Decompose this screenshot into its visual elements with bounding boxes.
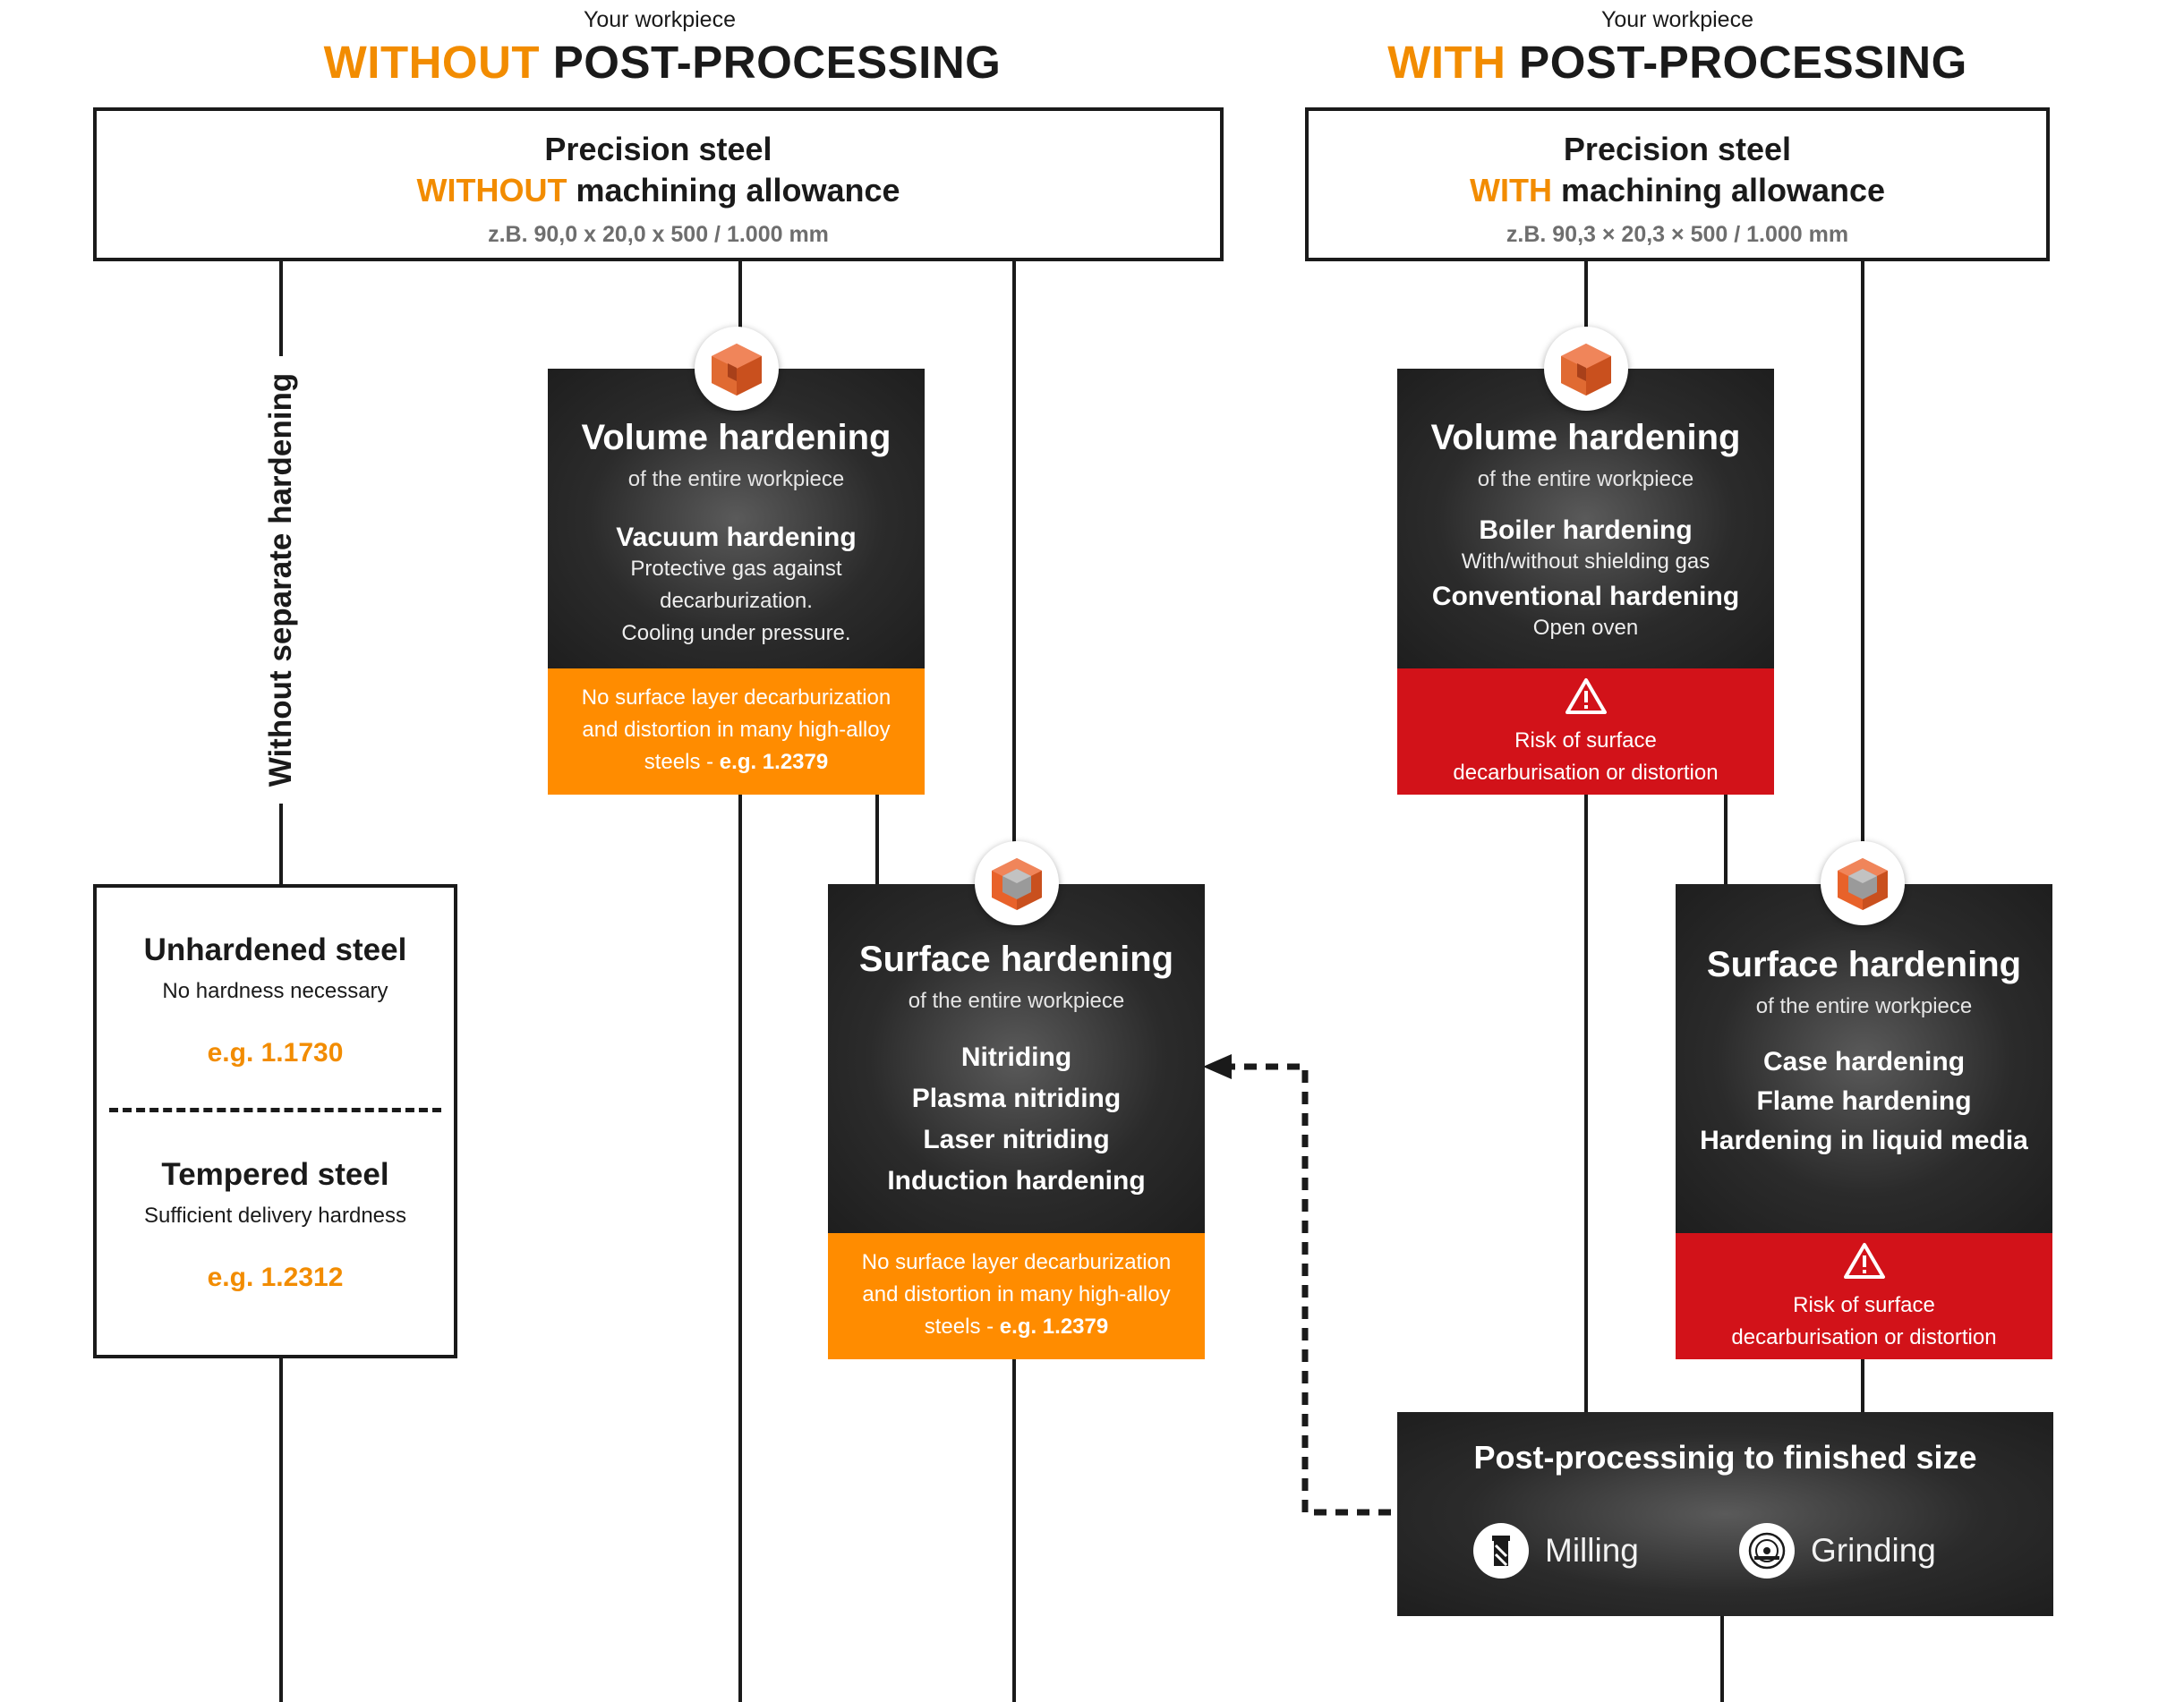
left-volume-hardening-card: Volume hardening of the entire workpiece…	[548, 369, 925, 668]
left-surface-method: Laser nitriding	[923, 1125, 1110, 1154]
right-heading-rest: POST-PROCESSING	[1506, 37, 1967, 88]
left-box-rest: machining allowance	[567, 172, 900, 208]
right-surface-method: Hardening in liquid media	[1700, 1126, 2028, 1155]
right-volume-subtitle: of the entire workpiece	[1477, 467, 1694, 491]
milling-tool: Milling	[1473, 1523, 1639, 1579]
left-surface-note2: and distortion in many high-alloy	[862, 1282, 1171, 1306]
unhardened-example: e.g. 1.1730	[207, 1038, 344, 1068]
cube-volume-icon	[1561, 344, 1611, 396]
right-volume-note1: Risk of surface	[1514, 728, 1657, 753]
left-heading: WITHOUT POST-PROCESSING	[260, 36, 1065, 89]
right-surface-note2: decarburisation or distortion	[1731, 1325, 1997, 1349]
left-volume-desc2: decarburization.	[660, 589, 813, 613]
post-processing-card: Post-processinig to finished size Millin…	[1397, 1412, 2053, 1616]
right-volume-note: Risk of surface decarburisation or disto…	[1397, 668, 1774, 795]
right-box-subtitle: WITH machining allowance	[1309, 172, 2046, 209]
left-volume-note3-bold: e.g. 1.2379	[719, 750, 829, 774]
right-surface-badge	[1821, 841, 1905, 925]
grinding-icon	[1739, 1523, 1795, 1579]
right-box-dimensions: z.B. 90,3 × 20,3 × 500 / 1.000 mm	[1506, 222, 1849, 247]
left-volume-method: Vacuum hardening	[616, 523, 857, 552]
right-surface-hardening-card: Surface hardening of the entire workpiec…	[1676, 884, 2052, 1233]
left-surface-note: No surface layer decarburization and dis…	[828, 1233, 1205, 1359]
tempered-example: e.g. 1.2312	[207, 1263, 344, 1292]
left-kicker: Your workpiece	[583, 7, 736, 32]
right-volume-method2-desc: Open oven	[1532, 616, 1639, 640]
right-surface-method: Flame hardening	[1756, 1086, 1972, 1116]
dashed-feedback-arrow	[1203, 1054, 1477, 1516]
arrow-left-icon	[1203, 1054, 1232, 1079]
left-surface-method: Plasma nitriding	[911, 1084, 1122, 1113]
left-volume-note2: and distortion in many high-alloy	[582, 718, 891, 742]
left-volume-badge	[695, 327, 779, 411]
left-surface-note3-bold: e.g. 1.2379	[999, 1315, 1109, 1339]
left-surface-note3-pre: steels -	[924, 1315, 1000, 1339]
right-surface-subtitle: of the entire workpiece	[1755, 994, 1973, 1018]
warning-icon	[1843, 1243, 1885, 1279]
right-volume-note2: decarburisation or distortion	[1453, 761, 1719, 785]
unhardened-tempered-box: Unhardened steel No hardness necessary e…	[93, 884, 457, 1358]
post-processing-title: Post-processinig to finished size	[1473, 1439, 1977, 1476]
left-box-dimensions: z.B. 90,0 x 20,0 x 500 / 1.000 mm	[488, 222, 829, 247]
grinding-tool: Grinding	[1739, 1523, 1936, 1579]
grinding-label: Grinding	[1811, 1532, 1936, 1569]
right-heading: WITH POST-PROCESSING	[1275, 36, 2080, 89]
tempered-section: Tempered steel Sufficient delivery hardn…	[97, 1112, 454, 1293]
tempered-subtitle: Sufficient delivery hardness	[143, 1204, 407, 1228]
left-surface-badge	[975, 841, 1059, 925]
left-volume-subtitle: of the entire workpiece	[627, 467, 845, 491]
right-precision-steel-box: Precision steel WITH machining allowance…	[1305, 107, 2050, 261]
right-volume-title: Volume hardening	[1430, 418, 1741, 457]
unhardened-subtitle: No hardness necessary	[162, 979, 388, 1003]
left-surface-method: Nitriding	[960, 1042, 1072, 1072]
right-volume-badge	[1544, 327, 1628, 411]
left-surface-hardening-card: Surface hardening of the entire workpiec…	[828, 884, 1205, 1233]
left-surface-title: Surface hardening	[858, 940, 1174, 979]
right-volume-hardening-card: Volume hardening of the entire workpiece…	[1397, 369, 1774, 668]
left-surface-note1: No surface layer decarburization	[861, 1250, 1172, 1274]
unhardened-title: Unhardened steel	[143, 932, 407, 967]
left-volume-note3-pre: steels -	[644, 750, 720, 774]
right-volume-method1: Boiler hardening	[1479, 515, 1693, 545]
left-volume-desc1: Protective gas against	[630, 557, 842, 581]
right-surface-title: Surface hardening	[1706, 945, 2022, 984]
left-volume-title: Volume hardening	[581, 418, 892, 457]
left-volume-note: No surface layer decarburization and dis…	[548, 668, 925, 795]
left-box-title: Precision steel	[544, 131, 772, 167]
cube-surface-icon	[992, 858, 1042, 910]
warning-icon	[1565, 678, 1607, 714]
left-box-accent: WITHOUT	[416, 172, 567, 208]
milling-label: Milling	[1545, 1532, 1639, 1569]
right-heading-accent: WITH	[1387, 37, 1506, 88]
left-volume-note3: steels - e.g. 1.2379	[548, 746, 925, 779]
right-surface-note1: Risk of surface	[1793, 1293, 1935, 1317]
left-volume-desc3: Cooling under pressure.	[621, 621, 851, 645]
left-precision-steel-box: Precision steel WITHOUT machining allowa…	[93, 107, 1224, 261]
right-box-accent: WITH	[1469, 172, 1552, 208]
right-box-title: Precision steel	[1563, 131, 1792, 167]
left-heading-accent: WITHOUT	[323, 37, 541, 88]
right-surface-methods: Case hardening Flame hardening Hardening…	[1676, 1042, 2052, 1161]
left-surface-methods: Nitriding Plasma nitriding Laser nitridi…	[828, 1037, 1205, 1202]
right-volume-method1-desc: With/without shielding gas	[1461, 549, 1711, 574]
dashed-divider	[109, 1108, 441, 1112]
right-surface-method: Case hardening	[1762, 1047, 1966, 1077]
without-separate-hardening-label: Without separate hardening	[263, 356, 299, 804]
left-surface-note3: steels - e.g. 1.2379	[828, 1311, 1205, 1343]
milling-icon	[1473, 1523, 1529, 1579]
left-heading-rest: POST-PROCESSING	[540, 37, 1002, 88]
left-volume-note1: No surface layer decarburization	[581, 685, 892, 710]
unhardened-section: Unhardened steel No hardness necessary e…	[97, 888, 454, 1068]
left-surface-method: Induction hardening	[887, 1166, 1146, 1196]
right-surface-note: Risk of surface decarburisation or disto…	[1676, 1233, 2052, 1359]
right-box-rest: machining allowance	[1551, 172, 1886, 208]
left-surface-subtitle: of the entire workpiece	[908, 989, 1125, 1013]
cube-surface-icon	[1838, 858, 1888, 910]
right-volume-method2: Conventional hardening	[1431, 582, 1740, 611]
cube-volume-icon	[712, 344, 762, 396]
right-kicker: Your workpiece	[1600, 7, 1753, 32]
tempered-title: Tempered steel	[161, 1157, 389, 1192]
left-box-subtitle: WITHOUT machining allowance	[97, 172, 1220, 209]
